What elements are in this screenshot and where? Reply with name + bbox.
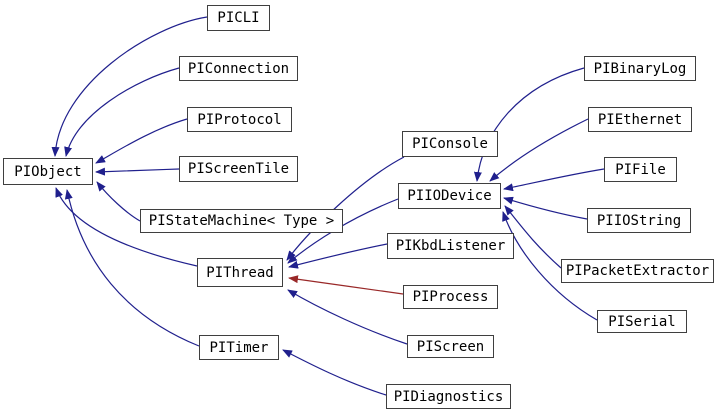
class-node-PIDiagnostics[interactable]: PIDiagnostics (386, 384, 511, 409)
inheritance-edge-PIBinaryLog-to-PIIODevice (473, 67, 585, 182)
inheritance-edge-PIEthernet-to-PIIODevice (489, 118, 589, 182)
inheritance-edge-PIKbdListener-to-PIThread (288, 243, 388, 269)
class-node-label-PIScreenTile: PIScreenTile (187, 161, 290, 177)
class-node-PISerial[interactable]: PISerial (597, 310, 687, 333)
class-node-label-PIStateMachine: PIStateMachine< Type > (148, 213, 335, 229)
class-node-label-PIDiagnostics: PIDiagnostics (393, 388, 504, 405)
class-node-label-PITimer: PITimer (209, 339, 269, 356)
class-node-label-PIConnection: PIConnection (187, 60, 290, 77)
class-node-PICLI[interactable]: PICLI (207, 5, 270, 31)
class-node-PIScreenTile[interactable]: PIScreenTile (179, 156, 298, 182)
class-node-PIConnection[interactable]: PIConnection (179, 56, 298, 81)
class-node-label-PIProcess: PIProcess (412, 289, 489, 305)
inheritance-edge-PIFile-to-PIIODevice (503, 168, 605, 192)
inheritance-edge-PIConnection-to-PIObject (64, 67, 180, 157)
class-node-label-PISerial: PISerial (608, 313, 676, 330)
class-node-label-PIConsole: PIConsole (412, 136, 488, 152)
class-node-PIObject[interactable]: PIObject (3, 158, 93, 185)
class-node-label-PIProtocol: PIProtocol (197, 111, 282, 128)
class-node-label-PIKbdListener: PIKbdListener (395, 238, 506, 254)
class-node-label-PIThread: PIThread (206, 264, 274, 281)
inheritance-edge-PIConsole-to-PIThread (286, 156, 405, 261)
class-node-PIProtocol[interactable]: PIProtocol (187, 107, 292, 132)
class-node-PIBinaryLog[interactable]: PIBinaryLog (584, 56, 696, 81)
class-node-label-PIEthernet: PIEthernet (597, 111, 683, 128)
inheritance-edge-PICLI-to-PIObject (51, 16, 208, 157)
class-node-label-PIBinaryLog: PIBinaryLog (593, 60, 687, 77)
class-node-label-PIIOString: PIIOString (596, 212, 682, 229)
class-node-PIFile[interactable]: PIFile (604, 157, 677, 182)
class-node-PIConsole[interactable]: PIConsole (402, 131, 498, 157)
inheritance-edge-PIIOString-to-PIIODevice (503, 196, 588, 220)
class-node-PIStateMachine[interactable]: PIStateMachine< Type > (140, 209, 343, 233)
inheritance-edge-PIStateMachine-to-PIObject (96, 181, 141, 222)
class-node-label-PIIODevice: PIIODevice (407, 188, 492, 204)
class-node-label-PIScreen: PIScreen (416, 338, 485, 355)
inheritance-edge-PIThread-to-PIObject (55, 187, 198, 267)
class-node-PIProcess[interactable]: PIProcess (403, 285, 498, 309)
inheritance-edge-PISerial-to-PIIODevice (502, 211, 598, 321)
inheritance-edge-PIDiagnostics-to-PITimer (282, 349, 387, 396)
inheritance-edge-PIProtocol-to-PIObject (95, 118, 188, 164)
class-node-PIIODevice[interactable]: PIIODevice (398, 183, 501, 209)
class-node-label-PIObject: PIObject (14, 163, 82, 180)
inheritance-edge-PIScreenTile-to-PIObject (95, 167, 180, 176)
class-node-PIEthernet[interactable]: PIEthernet (588, 107, 692, 132)
class-node-label-PIFile: PIFile (615, 161, 666, 178)
class-node-PIThread[interactable]: PIThread (197, 258, 283, 287)
class-node-PIPacketExtractor[interactable]: PIPacketExtractor (561, 259, 714, 283)
class-node-label-PIPacketExtractor: PIPacketExtractor (565, 263, 710, 279)
class-node-PIKbdListener[interactable]: PIKbdListener (387, 233, 514, 259)
class-node-PIIOString[interactable]: PIIOString (587, 208, 691, 233)
inheritance-edge-PITimer-to-PIObject (64, 189, 200, 347)
class-node-PITimer[interactable]: PITimer (199, 335, 279, 360)
class-node-label-PICLI: PICLI (217, 10, 260, 26)
class-node-PIScreen[interactable]: PIScreen (407, 335, 494, 358)
inheritance-edge-PIProcess-to-PIThread (288, 275, 404, 295)
inheritance-edge-PIScreen-to-PIThread (287, 289, 408, 345)
inheritance-edge-PIPacketExtractor-to-PIIODevice (504, 205, 562, 269)
